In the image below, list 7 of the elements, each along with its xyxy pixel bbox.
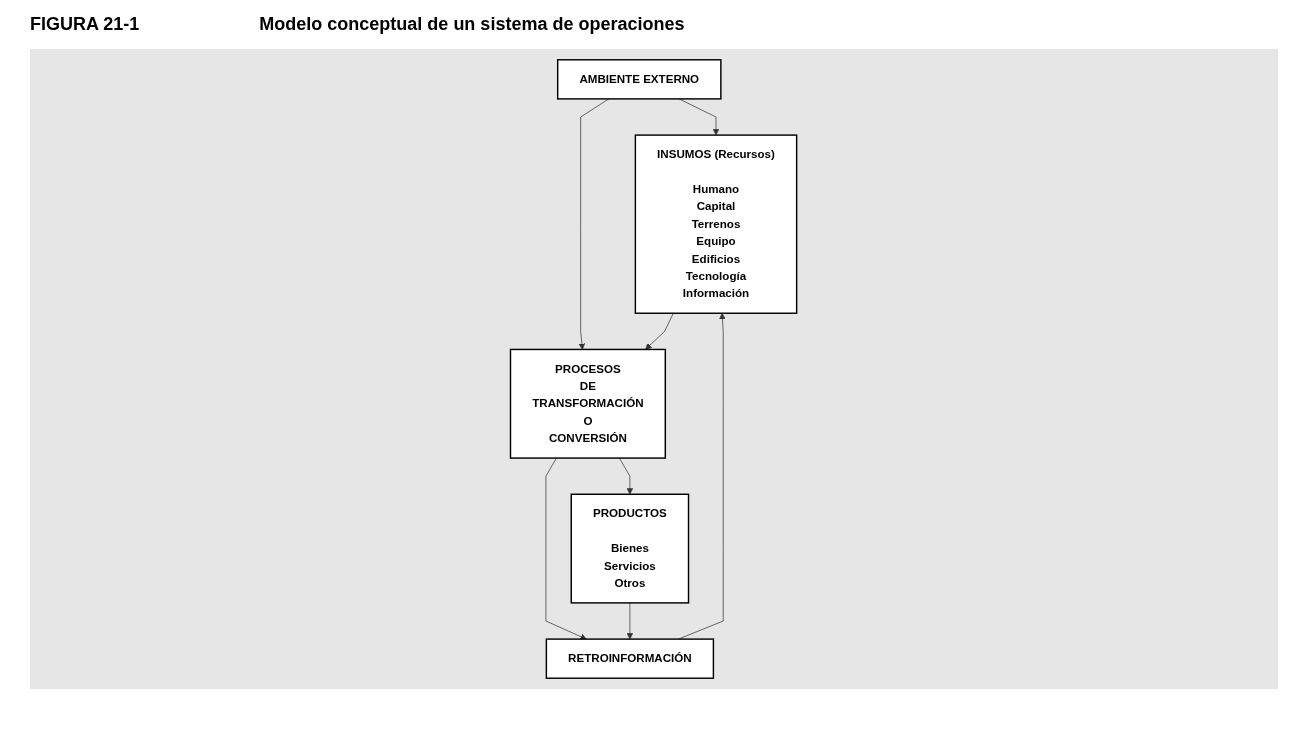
figure-number: FIGURA 21-1 xyxy=(30,14,140,35)
node-box: RETROINFORMACIÓN xyxy=(546,638,715,679)
node-box: AMBIENTE EXTERNO xyxy=(557,59,722,100)
diagram-title: Modelo conceptual de un sistema de operaciones xyxy=(259,14,685,35)
node-box: PRODUCTOS Bienes Servicios Otros xyxy=(570,493,690,604)
node-box: INSUMOS (Recursos) Humano Capital Terrenos Equipo Edificios Tecnología Información xyxy=(635,134,798,314)
node-box: PROCESOS DE TRANSFORMACIÓN O CONVERSIÓN xyxy=(510,348,667,459)
